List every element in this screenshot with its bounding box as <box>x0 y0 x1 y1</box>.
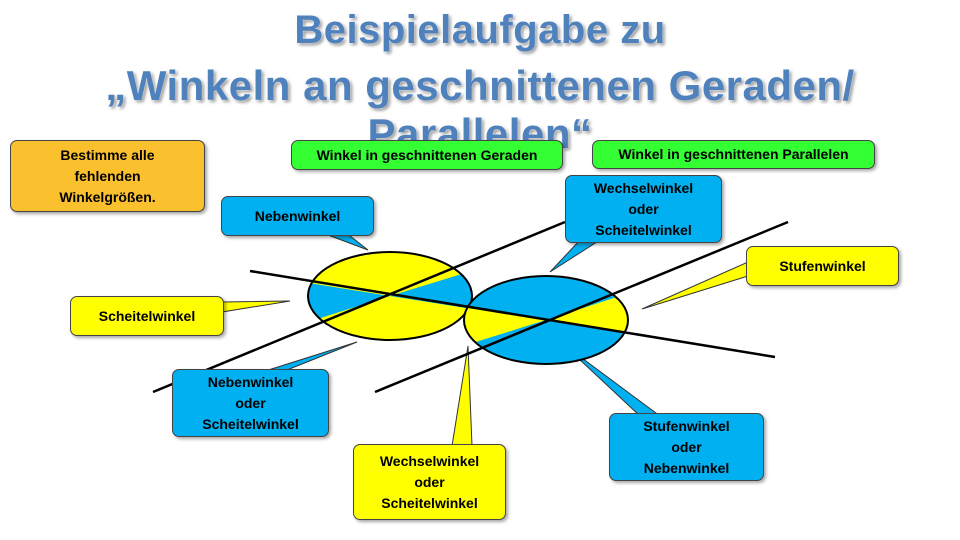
header-intersecting-lines-label: Winkel in geschnittenen Geraden <box>316 146 538 163</box>
parallel-line-2 <box>374 220 789 394</box>
label-wechsel-oder-scheitel-bottom: Wechselwinkel oder Scheitelwinkel <box>353 444 506 520</box>
parallel-line-1 <box>152 220 566 394</box>
label-wechsel-oder-scheitel-top: Wechselwinkel oder Scheitelwinkel <box>565 175 722 243</box>
transversal-line <box>249 269 776 359</box>
title-line-2: „Winkeln an geschnittenen Geraden/ Paral… <box>105 62 855 157</box>
callout-pointer-stufenwinkel <box>641 261 749 310</box>
label-stufenwinkel-text: Stufenwinkel <box>779 257 866 274</box>
title-line-1: Beispielaufgabe zu <box>294 8 666 52</box>
callout-pointer-neben-oder-scheitel <box>261 341 358 373</box>
label-stufen-oder-neben-line-1: Stufenwinkel <box>643 417 730 434</box>
callout-pointer-wechsel-bottom <box>451 345 473 447</box>
label-stufen-oder-neben-line-3: Nebenwinkel <box>643 459 730 476</box>
header-intersecting-lines: Winkel in geschnittenen Geraden <box>291 140 563 170</box>
task-box: Bestimme alle fehlenden Winkelgrößen. <box>10 140 205 212</box>
label-wechsel-bottom-line-2: oder <box>414 473 445 490</box>
label-wechsel-bottom-line-1: Wechselwinkel <box>379 452 480 469</box>
label-stufenwinkel: Stufenwinkel <box>746 246 899 286</box>
callout-pointer-scheitelwinkel <box>221 300 291 313</box>
label-stufen-oder-neben: Stufenwinkel oder Nebenwinkel <box>609 413 764 481</box>
label-neben-oder-scheitel-line-3: Scheitelwinkel <box>202 415 299 432</box>
label-neben-oder-scheitel: Nebenwinkel oder Scheitelwinkel <box>172 369 329 437</box>
label-neben-oder-scheitel-line-2: oder <box>235 394 266 411</box>
label-wechsel-top-line-1: Wechselwinkel <box>593 179 694 196</box>
task-line-3: Winkelgrößen. <box>59 188 156 205</box>
header-parallels-label: Winkel in geschnittenen Parallelen <box>618 146 849 162</box>
label-wechsel-top-line-3: Scheitelwinkel <box>595 221 692 238</box>
label-stufen-oder-neben-line-2: oder <box>671 438 702 455</box>
callout-pointer-wechsel-top <box>549 239 602 273</box>
label-scheitelwinkel: Scheitelwinkel <box>70 296 224 336</box>
task-line-1: Bestimme alle <box>60 146 155 163</box>
header-parallels: Winkel in geschnittenen Parallelen <box>592 140 875 169</box>
task-line-2: fehlenden <box>74 167 141 184</box>
label-nebenwinkel: Nebenwinkel <box>221 196 374 236</box>
label-wechsel-bottom-line-3: Scheitelwinkel <box>381 494 478 511</box>
label-neben-oder-scheitel-line-1: Nebenwinkel <box>207 373 294 390</box>
label-scheitelwinkel-text: Scheitelwinkel <box>98 307 196 324</box>
yellow-sector-left-b <box>308 296 472 340</box>
label-nebenwinkel-text: Nebenwinkel <box>254 207 341 224</box>
label-wechsel-top-line-2: oder <box>628 200 659 217</box>
